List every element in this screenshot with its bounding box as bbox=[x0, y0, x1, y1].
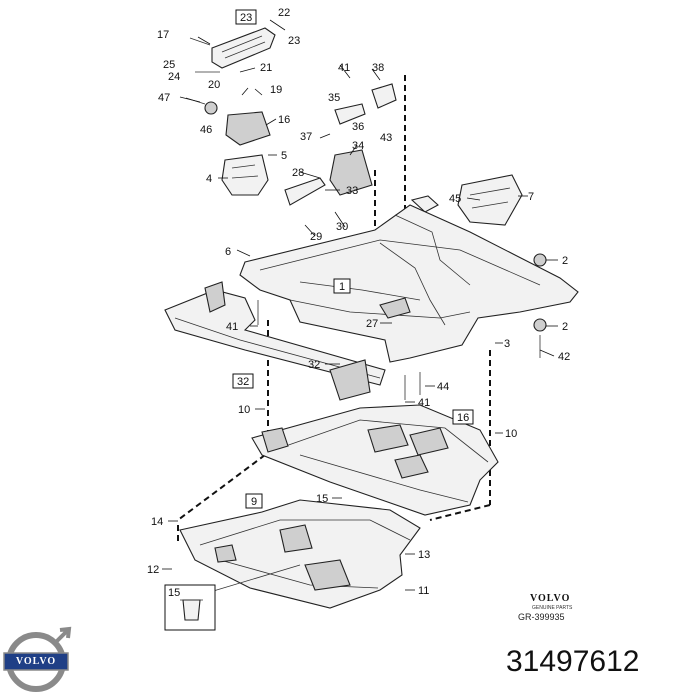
part-label-41a: 41 bbox=[226, 321, 238, 333]
brand-subtitle: GENUINE PARTS bbox=[532, 605, 573, 611]
diagram-id: GR-399935 bbox=[518, 612, 565, 622]
part-label-31: 30 bbox=[336, 221, 348, 233]
boxed-part-labels: 23 1 32 16 9 15 bbox=[168, 9, 474, 599]
part-label-5: 5 bbox=[281, 150, 287, 162]
part-label-10a: 10 bbox=[238, 404, 250, 416]
part-label-24: 22 bbox=[278, 7, 290, 19]
boxed-label-32: 32 bbox=[237, 376, 249, 388]
part-label-7: 7 bbox=[528, 191, 534, 203]
part-label-19: 17 bbox=[157, 29, 169, 41]
boxed-label-9: 9 bbox=[251, 496, 257, 508]
part-label-38: 37 bbox=[300, 131, 312, 143]
part-label-42: 42 bbox=[558, 351, 570, 363]
part-label-43: 43 bbox=[380, 132, 392, 144]
right-mount-assembly bbox=[410, 174, 523, 226]
part-label-45: 45 bbox=[449, 193, 461, 205]
part-label-18: 16 bbox=[278, 114, 290, 126]
part-label-17: 15 bbox=[316, 493, 328, 505]
callout-lines bbox=[162, 19, 558, 591]
brand-name: VOLVO bbox=[530, 593, 571, 604]
splash-shield-16 bbox=[251, 404, 499, 516]
part-label-37: 36 bbox=[352, 121, 364, 133]
fastener-inset bbox=[164, 584, 216, 631]
part-label-29: 28 bbox=[292, 167, 304, 179]
part-label-25: 23 bbox=[288, 35, 300, 47]
upper-engine-mount-assembly bbox=[185, 27, 276, 196]
part-label-26: 24 bbox=[168, 71, 180, 83]
part-label-33: 33 bbox=[346, 185, 358, 197]
part-label-36: 35 bbox=[328, 92, 340, 104]
part-label-39: 38 bbox=[372, 62, 384, 74]
part-label-28: 27 bbox=[366, 318, 378, 330]
subframe bbox=[164, 204, 579, 401]
torque-rod-assembly bbox=[284, 83, 397, 206]
part-label-22: 21 bbox=[260, 62, 272, 74]
part-label-41b: 41 bbox=[418, 397, 430, 409]
boxed-label-23: 23 bbox=[240, 12, 252, 24]
part-label-12: 12 bbox=[147, 564, 159, 576]
part-label-27: 25 bbox=[163, 59, 175, 71]
part-label-46: 46 bbox=[200, 124, 212, 136]
part-number-labels: 17 22 23 25 24 21 20 19 47 46 16 5 4 41 … bbox=[147, 7, 570, 597]
logo-wordmark: VOLVO bbox=[15, 656, 57, 667]
part-label-13: 13 bbox=[418, 549, 430, 561]
part-label-10b: 10 bbox=[505, 428, 517, 440]
part-label-30: 29 bbox=[310, 231, 322, 243]
part-label-11: 11 bbox=[418, 585, 429, 597]
boxed-label-15: 15 bbox=[168, 587, 180, 599]
part-label-47: 47 bbox=[158, 92, 170, 104]
part-label-4: 4 bbox=[206, 173, 212, 185]
part-label-34: 34 bbox=[352, 140, 364, 152]
part-label-6: 6 bbox=[225, 246, 231, 258]
part-label-21: 20 bbox=[208, 79, 220, 91]
part-label-40: 41 bbox=[338, 62, 350, 74]
article-number: 31497612 bbox=[506, 645, 640, 678]
volvo-logo bbox=[3, 626, 72, 692]
part-label-2b: 2 bbox=[562, 321, 568, 333]
part-label-3: 3 bbox=[504, 338, 510, 350]
part-label-35: 32 bbox=[308, 359, 320, 371]
boxed-label-16: 16 bbox=[457, 412, 469, 424]
part-label-20: 19 bbox=[270, 84, 282, 96]
part-label-14: 14 bbox=[151, 516, 163, 528]
part-label-2a: 2 bbox=[562, 255, 568, 267]
part-label-44: 44 bbox=[437, 381, 449, 393]
boxed-label-1: 1 bbox=[339, 281, 345, 293]
splash-shield-9 bbox=[179, 499, 421, 609]
